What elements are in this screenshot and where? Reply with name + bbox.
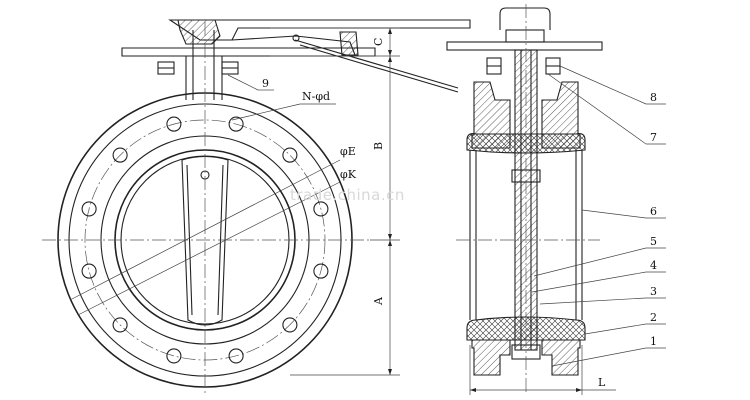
bolt-hole [313, 263, 329, 279]
side-dimensions [469, 345, 616, 395]
label-part-3: 3 [650, 285, 657, 298]
watermark-text: trade.china.cn [290, 186, 405, 204]
label-part-5: 5 [650, 235, 657, 248]
side-leaders [531, 65, 666, 367]
bolt-hole [81, 201, 97, 217]
label-part-7: 7 [650, 131, 657, 144]
label-phi-k: φK [340, 168, 357, 181]
label-part-6: 6 [650, 205, 657, 218]
valve-neck [185, 30, 223, 100]
label-n-phi-d: N-φd [302, 90, 330, 103]
label-dim-l: L [598, 376, 606, 389]
label-part-4: 4 [650, 259, 657, 272]
bolt-hole [313, 201, 329, 217]
label-dim-a: A [372, 296, 385, 306]
bolt-hole [228, 116, 244, 132]
bolt-hole [81, 263, 97, 279]
bolt-hole [282, 147, 298, 163]
label-part-2: 2 [650, 311, 657, 324]
bolt-hole [166, 116, 182, 132]
label-part-9: 9 [262, 77, 269, 90]
label-part-1: 1 [650, 335, 657, 348]
label-dim-b: B [372, 142, 385, 150]
label-phi-e: φE [340, 145, 356, 158]
label-dim-c: C [372, 38, 385, 46]
bolt-hole [166, 348, 182, 364]
bolt-hole [228, 348, 244, 364]
label-part-8: 8 [650, 91, 657, 104]
front-dimensions [270, 27, 400, 376]
front-leaders [69, 74, 341, 316]
top-bolts [157, 61, 239, 75]
bolt-hole [112, 147, 128, 163]
bottom-housing [471, 339, 511, 376]
bolt-hole [112, 317, 128, 333]
front-view: N-φd φE φK 9 C B A [42, 19, 471, 396]
stem-cap [446, 7, 603, 51]
bolt-holes [81, 116, 329, 364]
bolt-hole [282, 317, 298, 333]
side-view: 8 7 6 5 4 3 2 1 L [446, 4, 666, 395]
